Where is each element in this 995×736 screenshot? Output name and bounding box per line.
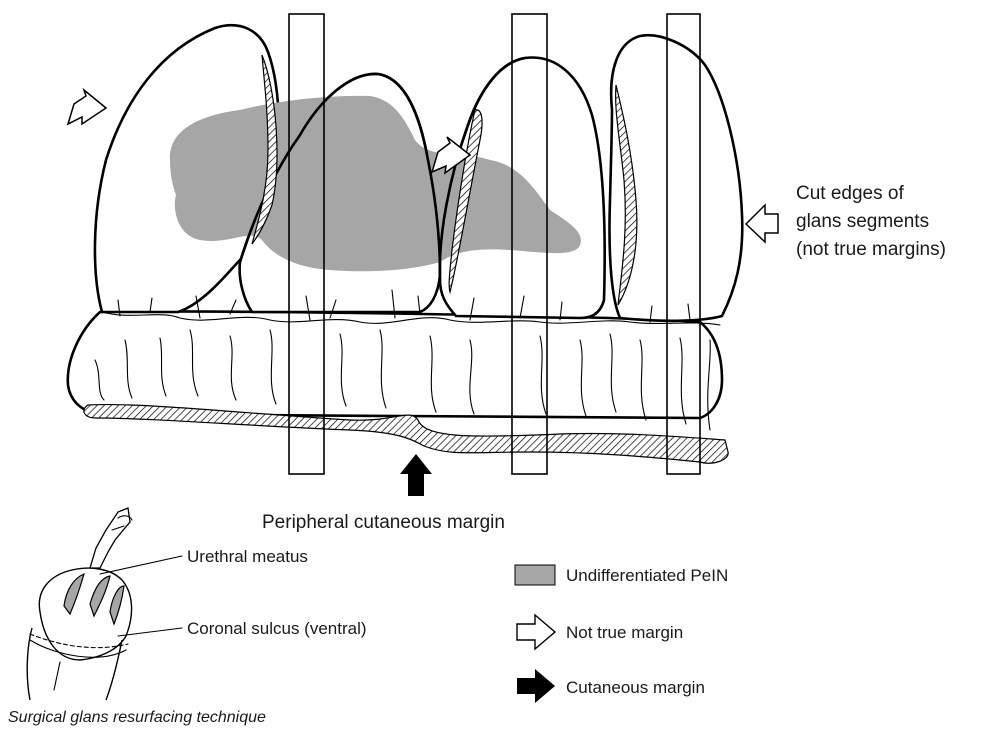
black-arrow-icon — [517, 669, 555, 703]
white-arrow-icon — [68, 90, 106, 124]
legend-label-pein: Undifferentiated PeIN — [566, 566, 728, 585]
inset-caption: Surgical glans resurfacing technique — [8, 709, 266, 726]
white-arrow-icon — [517, 615, 555, 649]
legend-label-not-true-margin: Not true margin — [566, 623, 683, 642]
inset-glans-sketch — [27, 508, 182, 700]
cut-edges-label-line3: (not true margins) — [796, 239, 946, 260]
legend-label-cutaneous-margin: Cutaneous margin — [566, 678, 705, 697]
cut-edges-label-line1: Cut edges of — [796, 183, 904, 204]
peripheral-margin-label: Peripheral cutaneous margin — [262, 512, 505, 533]
legend-swatch-pein — [515, 565, 555, 585]
specimen — [68, 14, 778, 496]
urethral-meatus-label: Urethral meatus — [187, 547, 308, 566]
white-arrow-icon — [746, 205, 778, 242]
legend: Undifferentiated PeIN Not true margin Cu… — [515, 565, 728, 703]
black-arrow-icon — [400, 454, 432, 496]
cut-edges-label-line2: glans segments — [796, 211, 929, 232]
coronal-sulcus-label: Coronal sulcus (ventral) — [187, 619, 367, 638]
scalpel-icon — [90, 508, 130, 568]
lower-band — [68, 312, 722, 418]
